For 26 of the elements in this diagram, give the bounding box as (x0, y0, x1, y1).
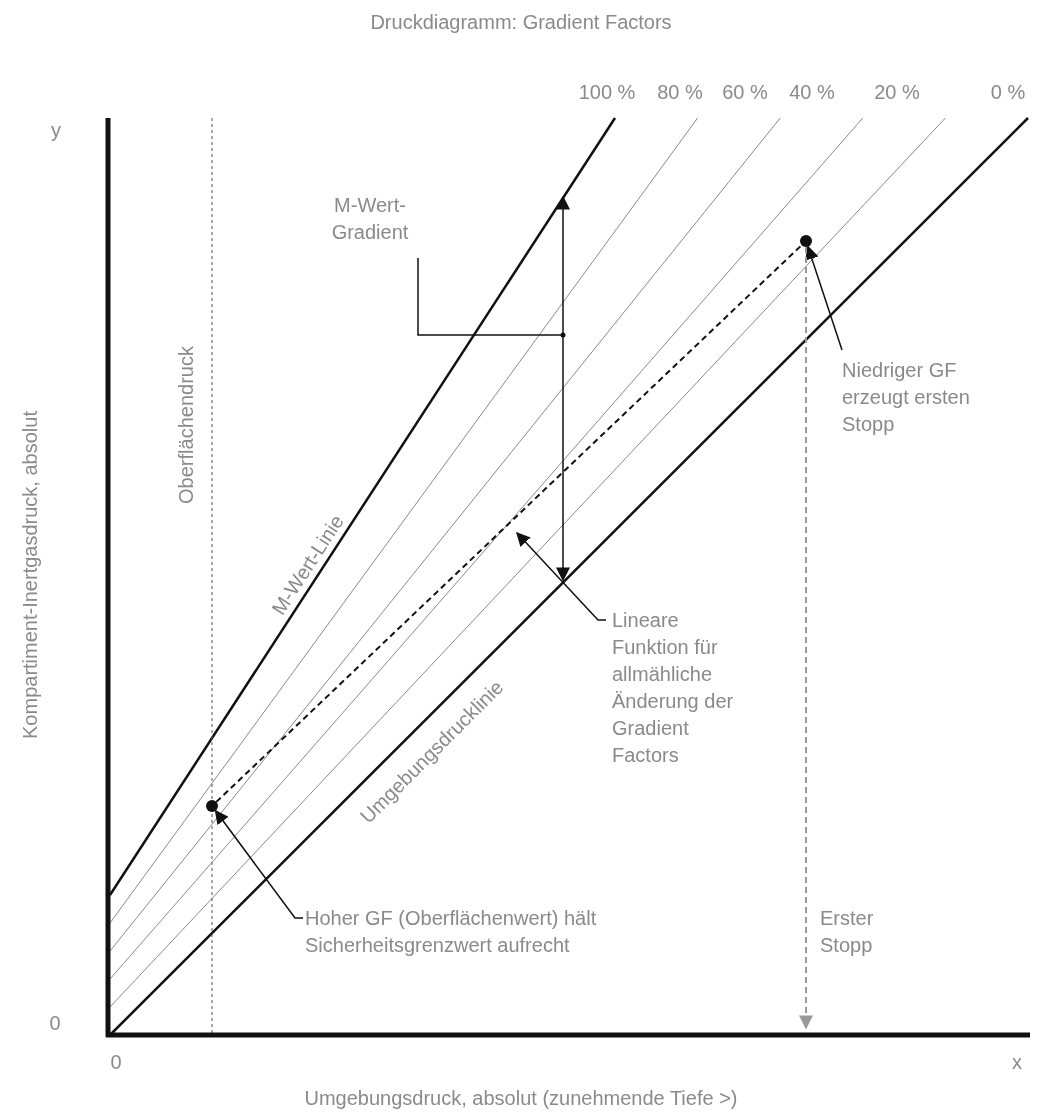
line-label: Oberflächendruck (173, 346, 198, 504)
arrow (516, 532, 607, 621)
annotation-text: Niedriger GF erzeugt ersten Stopp (842, 357, 1007, 438)
percent-label: 80 % (657, 79, 703, 105)
percent-label: 100 % (578, 79, 636, 105)
percent-label: 0 % (990, 79, 1026, 105)
data-point (800, 235, 812, 247)
axis-title: Umgebungsdruck, absolut (zunehmende Tiefe >) (304, 1085, 738, 1111)
annotation-text: Erster Stopp (820, 906, 875, 958)
data-point (206, 800, 218, 812)
chart-title: Druckdiagramm: Gradient Factors (370, 9, 672, 35)
percent-label: 20 % (874, 79, 920, 105)
arrow (214, 809, 304, 919)
arrow (799, 246, 813, 1030)
dashed-line (215, 244, 803, 803)
axis-label: 0 (49, 1010, 61, 1036)
percent-label: 60 % (722, 79, 768, 105)
axis-label: y (51, 117, 61, 143)
annotation-text: Lineare Funktion für allmähliche Änderung der Gradient Factors (612, 607, 742, 769)
arrow (805, 245, 843, 351)
annotation-text: M-Wert-Gradient (300, 192, 440, 246)
annotation-text: Hoher GF (Oberflächenwert) hält Sicherheitsgrenzwert aufrecht (305, 905, 705, 959)
percent-label: 40 % (789, 79, 835, 105)
axis-label: 0 (110, 1049, 122, 1075)
axis-title: Kompartiment-Inertgasdruck, absolut (17, 411, 42, 739)
axis-label: x (1012, 1049, 1022, 1075)
